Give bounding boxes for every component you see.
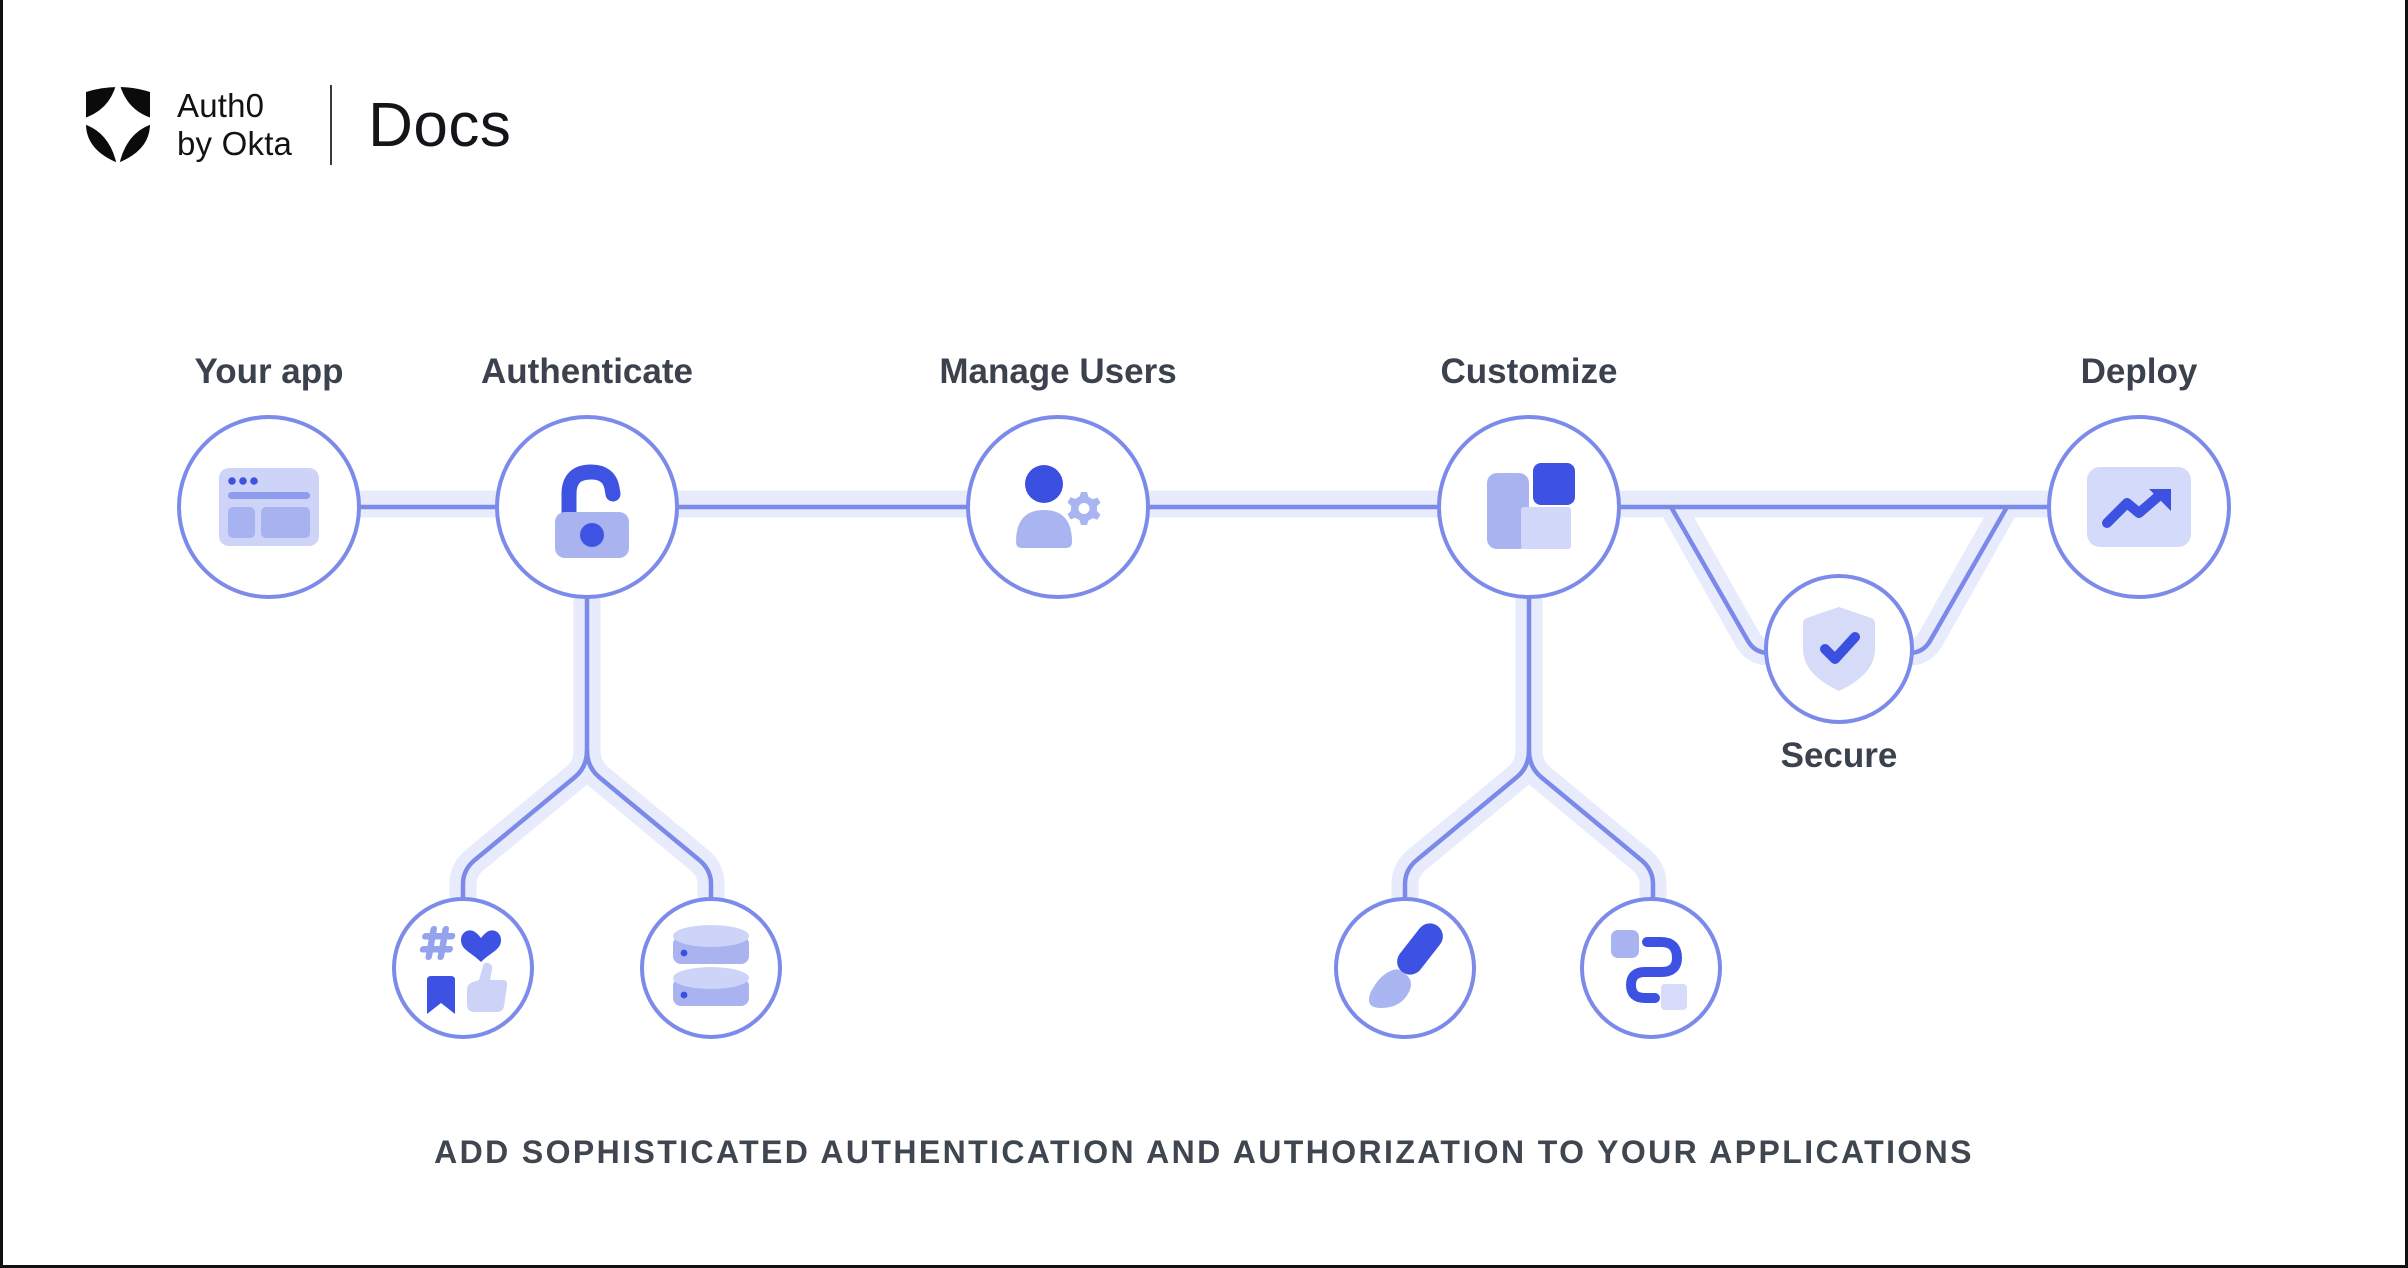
subnode-database bbox=[640, 897, 782, 1039]
user-gear-icon bbox=[1016, 465, 1101, 548]
label-secure: Secure bbox=[1780, 736, 1898, 775]
node-customize bbox=[1437, 415, 1621, 599]
node-secure bbox=[1764, 574, 1914, 724]
logo-divider bbox=[330, 85, 333, 165]
trend-up-icon bbox=[2087, 467, 2191, 547]
paintbrush-icon bbox=[1369, 923, 1443, 1008]
label-manage-users: Manage Users bbox=[939, 352, 1177, 391]
header-logo[interactable]: Auth0 by Okta Docs bbox=[81, 84, 511, 166]
product-name: Docs bbox=[368, 90, 512, 160]
layout-blocks-icon bbox=[1487, 463, 1575, 549]
social-reactions-icon bbox=[419, 926, 508, 1014]
node-authenticate bbox=[495, 415, 679, 599]
node-your-app bbox=[177, 415, 361, 599]
node-deploy bbox=[2047, 415, 2231, 599]
shield-check-icon bbox=[1803, 607, 1875, 691]
auth0-shield-icon bbox=[81, 84, 155, 166]
brand-name: Auth0 by Okta bbox=[177, 87, 292, 163]
label-customize: Customize bbox=[1440, 352, 1618, 391]
browser-window-icon bbox=[219, 468, 319, 546]
brand-line2: by Okta bbox=[177, 125, 293, 162]
connector-lines bbox=[269, 490, 2139, 968]
label-deploy: Deploy bbox=[2080, 352, 2198, 391]
database-icon bbox=[673, 925, 749, 1006]
label-your-app: Your app bbox=[194, 352, 344, 391]
brand-line1: Auth0 bbox=[177, 87, 265, 124]
subnode-workflow bbox=[1580, 897, 1722, 1039]
workflow-icon bbox=[1611, 930, 1687, 1010]
label-authenticate: Authenticate bbox=[481, 352, 693, 391]
subnode-social-login bbox=[392, 897, 534, 1039]
tagline: ADD SOPHISTICATED AUTHENTICATION AND AUT… bbox=[434, 1134, 1974, 1170]
subnode-branding bbox=[1334, 897, 1476, 1039]
node-manage-users bbox=[966, 415, 1150, 599]
unlock-icon bbox=[555, 464, 629, 558]
